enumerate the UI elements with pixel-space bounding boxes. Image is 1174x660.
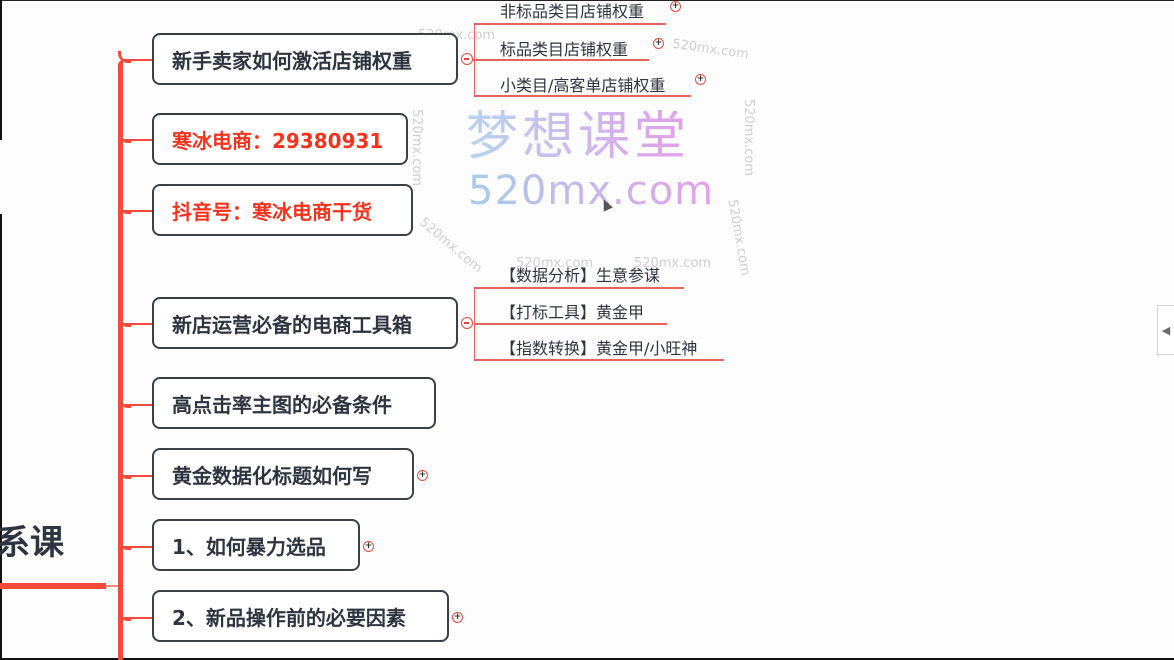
expand-toggle-icon[interactable]: + bbox=[452, 612, 463, 623]
subtopic-underline bbox=[474, 23, 666, 25]
subtopic-small-category-weight[interactable]: 小类目/高客单店铺权重 bbox=[500, 76, 666, 95]
watermark-url: 520mx.com bbox=[468, 168, 715, 214]
topic-contact-qq[interactable]: 寒冰电商：29380931 bbox=[152, 113, 408, 165]
watermark-small: 520mx.com bbox=[724, 198, 753, 277]
branch-connector bbox=[118, 609, 152, 621]
subtopic-underline bbox=[474, 95, 691, 97]
expand-toggle-icon[interactable]: + bbox=[695, 74, 706, 85]
window-left-border bbox=[0, 0, 2, 140]
subtopic-underline bbox=[474, 59, 649, 61]
topic-product-selection[interactable]: 1、如何暴力选品 bbox=[152, 519, 360, 571]
subtopic-nonstandard-weight[interactable]: 非标品类目店铺权重 bbox=[500, 2, 645, 21]
topic-label: 抖音号：寒冰电商干货 bbox=[172, 199, 372, 224]
watermark-title: 梦想课堂 bbox=[466, 94, 690, 169]
topic-label: 新手卖家如何激活店铺权重 bbox=[172, 48, 412, 73]
main-branch-spine bbox=[118, 60, 123, 660]
branch-connector bbox=[118, 396, 152, 408]
root-branch-line bbox=[0, 583, 106, 589]
side-panel-toggle[interactable]: ◀ bbox=[1157, 305, 1174, 355]
watermark-small: 520mx.com bbox=[741, 98, 757, 177]
watermark-small: 520mx.com bbox=[671, 36, 750, 63]
watermark-small: 520mx.com bbox=[416, 214, 485, 277]
topic-label: 2、新品操作前的必要因素 bbox=[172, 605, 406, 630]
root-topic-title[interactable]: 系课 bbox=[0, 523, 64, 563]
window-bottom-border bbox=[0, 658, 1174, 660]
branch-connector bbox=[118, 538, 152, 550]
topic-new-product-factors[interactable]: 2、新品操作前的必要因素 bbox=[152, 590, 449, 642]
collapse-toggle-icon[interactable] bbox=[461, 317, 473, 329]
topic-douyin-account[interactable]: 抖音号：寒冰电商干货 bbox=[152, 184, 413, 236]
subtopic-underline bbox=[474, 287, 684, 289]
watermark-small: 520mx.com bbox=[634, 256, 712, 271]
window-left-border bbox=[0, 214, 2, 660]
subtopic-underline bbox=[474, 323, 667, 325]
branch-connector bbox=[118, 202, 152, 214]
expand-toggle-icon[interactable]: + bbox=[670, 1, 681, 12]
collapse-left-icon: ◀ bbox=[1161, 323, 1171, 337]
subtopic-underline bbox=[474, 359, 724, 361]
expand-toggle-icon[interactable]: + bbox=[417, 470, 428, 481]
subtopic-index-conversion[interactable]: 【指数转换】黄金甲/小旺神 bbox=[500, 339, 698, 358]
subtopic-standard-weight[interactable]: 标品类目店铺权重 bbox=[500, 40, 629, 59]
topic-label: 高点击率主图的必备条件 bbox=[172, 392, 392, 417]
topic-main-image-ctr[interactable]: 高点击率主图的必备条件 bbox=[152, 377, 436, 429]
root-branch-line bbox=[106, 585, 120, 587]
topic-activate-store-weight[interactable]: 新手卖家如何激活店铺权重 bbox=[152, 33, 458, 85]
subtopic-data-analysis[interactable]: 【数据分析】生意参谋 bbox=[500, 266, 661, 285]
collapse-toggle-icon[interactable] bbox=[461, 53, 473, 65]
topic-label: 黄金数据化标题如何写 bbox=[172, 463, 372, 488]
watermark-small: 520mx.com bbox=[409, 108, 425, 187]
topic-label: 寒冰电商：29380931 bbox=[172, 128, 384, 153]
watermark-small: 520mx.com bbox=[516, 256, 594, 271]
topic-ecommerce-toolbox[interactable]: 新店运营必备的电商工具箱 bbox=[152, 297, 458, 349]
branch-connector bbox=[118, 51, 152, 63]
topic-label: 1、如何暴力选品 bbox=[172, 534, 326, 559]
branch-connector bbox=[118, 467, 152, 479]
expand-toggle-icon[interactable]: + bbox=[653, 38, 664, 49]
window-top-border bbox=[0, 0, 1174, 1]
topic-label: 新店运营必备的电商工具箱 bbox=[172, 312, 412, 337]
expand-toggle-icon[interactable]: + bbox=[363, 541, 374, 552]
subtopic-tagging-tool[interactable]: 【打标工具】黄金甲 bbox=[500, 303, 645, 322]
branch-connector bbox=[118, 315, 152, 327]
branch-connector bbox=[118, 131, 152, 143]
topic-golden-title[interactable]: 黄金数据化标题如何写 bbox=[152, 448, 414, 500]
